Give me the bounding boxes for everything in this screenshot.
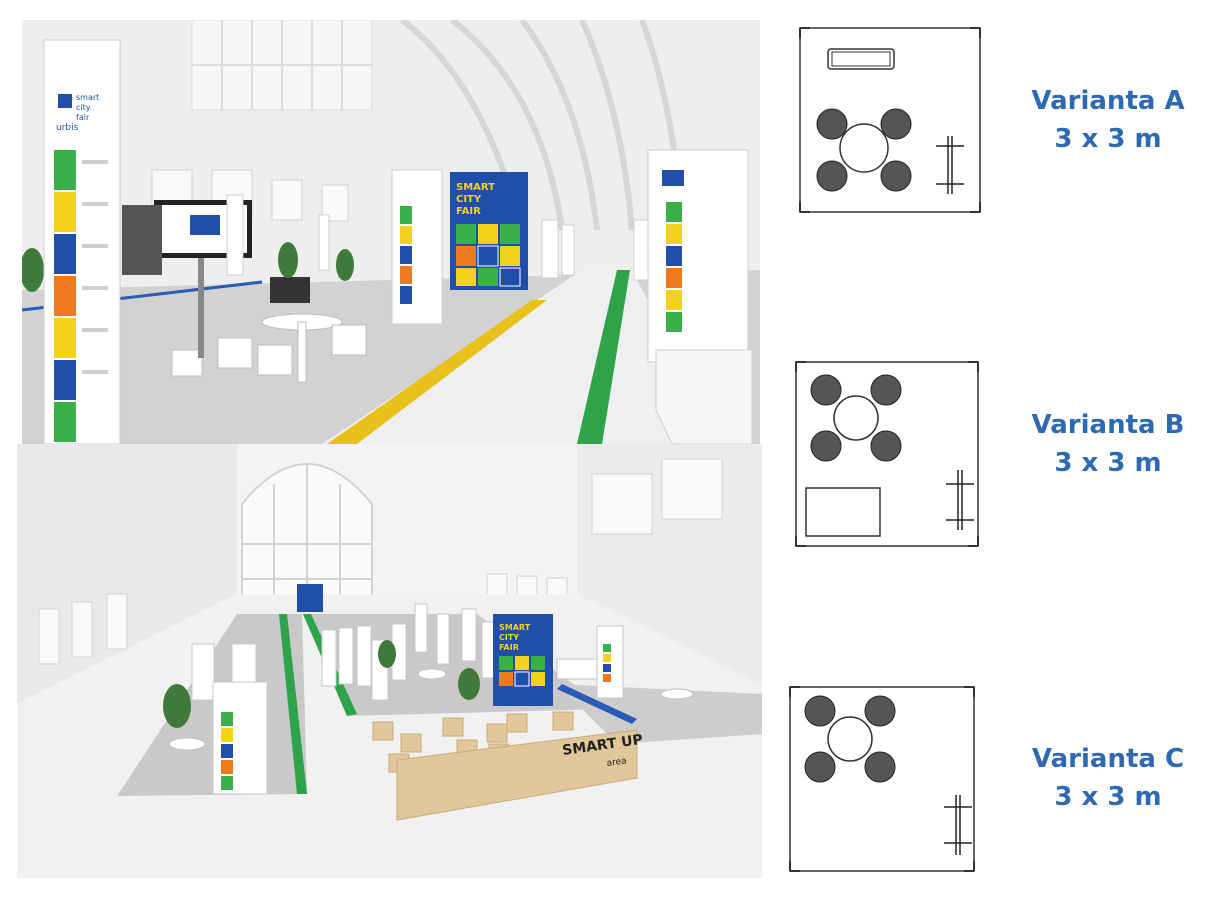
totem-logo-line1: smart <box>76 93 99 102</box>
variant-c-label: Varianta C 3 x 3 m <box>1018 740 1198 816</box>
poster-line3: FAIR <box>456 206 481 217</box>
coat-stand-icon <box>936 136 964 194</box>
floor-plan-variant-a <box>796 24 992 220</box>
table-icon <box>839 123 889 173</box>
bottom-poster-line2: CITY <box>499 633 519 642</box>
table-icon <box>833 395 879 441</box>
render-top-exhibition-aisle: urbis smart city fair SMART <box>22 20 760 444</box>
chair-icon <box>810 374 902 462</box>
coat-stand-icon <box>946 470 974 530</box>
table-icon <box>827 716 873 762</box>
chair-icon <box>816 108 912 192</box>
bottom-poster-line1: SMART <box>499 623 531 632</box>
floor-plan-variant-b <box>792 358 988 554</box>
totem-logo-line3: fair <box>76 113 90 122</box>
variant-b-size: 3 x 3 m <box>1054 448 1162 478</box>
totem-logo-brand: urbis <box>56 123 79 133</box>
poster-line2: CITY <box>456 194 482 205</box>
chair-icon <box>804 695 896 783</box>
bottom-poster-line3: FAIR <box>499 643 519 652</box>
variant-c-size: 3 x 3 m <box>1054 782 1162 812</box>
poster-line1: SMART <box>456 182 495 193</box>
variant-a-size: 3 x 3 m <box>1054 124 1162 154</box>
floor-plan-variant-c <box>786 683 982 879</box>
totem-logo-line2: city <box>76 103 91 112</box>
variant-a-label: Varianta A 3 x 3 m <box>1018 82 1198 158</box>
variant-b-label: Varianta B 3 x 3 m <box>1018 406 1198 482</box>
coat-stand-icon <box>944 795 972 855</box>
smart-up-subtitle: area <box>606 756 627 769</box>
variant-c-name: Varianta C <box>1031 744 1185 774</box>
tv-stand-icon <box>827 48 895 70</box>
render-bottom-hall-overview: SMART CITY FAIR <box>17 444 762 878</box>
variant-b-name: Varianta B <box>1031 410 1185 440</box>
counter-icon <box>805 487 881 537</box>
variant-a-name: Varianta A <box>1031 86 1185 116</box>
